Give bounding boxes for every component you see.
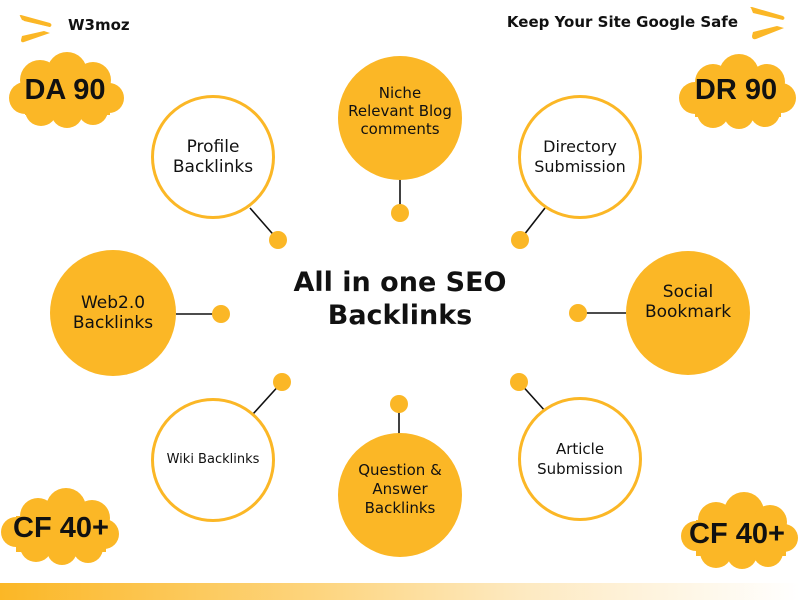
da-label: DA 90 <box>24 74 106 106</box>
connector-dot <box>510 373 528 391</box>
connector-dot <box>391 204 409 222</box>
node-label: Directory Submission <box>534 137 626 176</box>
node-web2-backlinks[interactable]: Web2.0 Backlinks <box>50 250 176 376</box>
chevron-logo-icon <box>19 15 52 43</box>
connector-dot <box>390 395 408 413</box>
node-label: Profile Backlinks <box>172 137 254 177</box>
node-social-bookmark[interactable]: Social Bookmark <box>626 251 750 375</box>
node-label: Question & Answer Backlinks <box>358 460 442 517</box>
node-label: Social Bookmark <box>644 282 732 322</box>
connector-dot <box>212 305 230 323</box>
cf-right-label: CF 40+ <box>689 518 785 550</box>
cloud-shape <box>1 488 119 565</box>
connector-dot <box>511 231 529 249</box>
center-title: All in one SEO Backlinks <box>293 267 507 331</box>
node-label: Niche Relevant Blog comments <box>348 84 452 138</box>
chevron-logo-icon <box>750 7 785 40</box>
node-directory-submission[interactable]: Directory Submission <box>518 95 642 219</box>
cloud-shape <box>679 54 796 129</box>
tagline: Keep Your Site Google Safe <box>506 13 738 31</box>
node-qa-backlinks[interactable]: Question & Answer Backlinks <box>338 433 462 557</box>
connector-dot <box>569 304 587 322</box>
dr-label: DR 90 <box>694 74 778 106</box>
da-badge: DA 90 <box>5 50 125 128</box>
bottom-gradient-bar <box>0 583 800 600</box>
brand-name: W3moz <box>68 16 130 34</box>
dr-badge: DR 90 <box>675 52 797 130</box>
node-niche-blog-comments[interactable]: Niche Relevant Blog comments <box>338 56 462 180</box>
node-profile-backlinks[interactable]: Profile Backlinks <box>151 95 275 219</box>
node-label: Web2.0 Backlinks <box>72 293 154 333</box>
node-wiki-backlinks[interactable]: Wiki Backlinks <box>151 398 275 522</box>
connector-dot <box>269 231 287 249</box>
cf-left-label: CF 40+ <box>13 512 109 544</box>
connector-dot <box>273 373 291 391</box>
cloud-shape <box>681 492 798 569</box>
node-label: Article Submission <box>537 440 623 478</box>
cf-left-badge: CF 40+ <box>0 486 122 566</box>
node-article-submission[interactable]: Article Submission <box>518 397 642 521</box>
cf-right-badge: CF 40+ <box>676 490 798 570</box>
cloud-shape <box>9 52 124 128</box>
node-label: Wiki Backlinks <box>166 452 260 467</box>
